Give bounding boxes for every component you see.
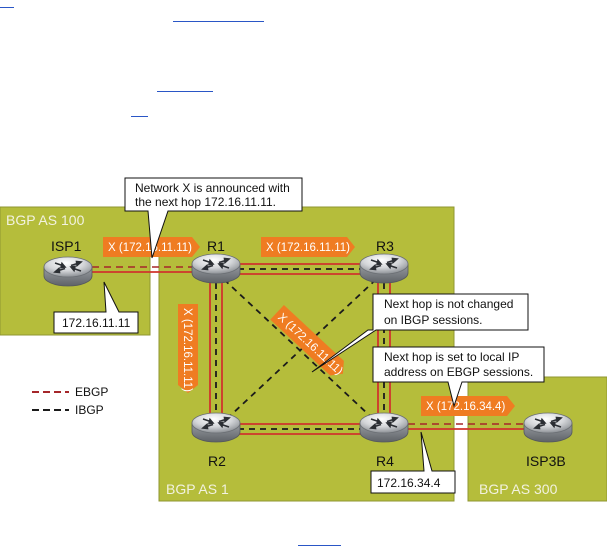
router-label-r2: R2: [208, 453, 226, 469]
ebgp-sessions: [68, 266, 548, 425]
page-link[interactable]: [173, 21, 264, 22]
router-icon: [359, 412, 409, 443]
legend-ebgp-label: EBGP: [75, 385, 108, 399]
legend-ibgp-label: IBGP: [75, 403, 104, 417]
svg-text:X (172.16.11.11): X (172.16.11.11): [108, 242, 192, 254]
route-tag-r4-isp3b: X (172.16.34.4): [421, 396, 515, 416]
router-label-r3: R3: [376, 238, 394, 254]
route-tag-r1-r2: X (172.16.11.11): [178, 304, 198, 393]
svg-text:Next hop is not changed: Next hop is not changed: [384, 297, 513, 311]
router-label-isp3b: ISP3B: [526, 453, 566, 469]
legend: EBGP IBGP: [32, 385, 108, 417]
router-label-isp1: ISP1: [51, 238, 82, 254]
svg-text:172.16.11.11: 172.16.11.11: [62, 316, 131, 330]
page-link[interactable]: [157, 91, 213, 92]
svg-text:X (172.16.11.11): X (172.16.11.11): [181, 308, 193, 392]
as1-label: BGP AS 1: [166, 481, 229, 497]
page-link[interactable]: [298, 545, 341, 546]
address-box-r4: 172.16.34.4: [370, 431, 456, 494]
router-icon: [523, 412, 573, 443]
callout-announcement: Network X is announced with the next hop…: [124, 177, 303, 259]
router-label-r1: R1: [207, 238, 225, 254]
router-label-r4: R4: [376, 453, 394, 469]
svg-text:Network X is announced with: Network X is announced with: [135, 181, 290, 195]
router-icon: [191, 412, 241, 443]
svg-text:on IBGP sessions.: on IBGP sessions.: [384, 313, 483, 327]
svg-text:X (172.16.11.11): X (172.16.11.11): [266, 242, 350, 254]
svg-text:Next hop is set to local IP: Next hop is set to local IP: [384, 350, 519, 364]
page-link[interactable]: [131, 116, 148, 117]
svg-text:172.16.34.4: 172.16.34.4: [377, 476, 441, 490]
callout-ebgp: Next hop is set to local IP address on E…: [372, 346, 545, 408]
svg-text:the next hop 172.16.11.11.: the next hop 172.16.11.11.: [135, 195, 276, 209]
router-icon: [191, 253, 241, 284]
address-box-isp1: 172.16.11.11: [53, 281, 139, 334]
as300-label: BGP AS 300: [479, 481, 558, 497]
page-link[interactable]: [0, 7, 14, 8]
router-icon: [43, 256, 93, 287]
callout-ibgp: Next hop is not changed on IBGP sessions…: [311, 293, 529, 373]
as100-label: BGP AS 100: [6, 212, 85, 228]
route-tag-r1-r3: X (172.16.11.11): [261, 237, 355, 257]
svg-text:X (172.16.34.4): X (172.16.34.4): [426, 401, 505, 413]
svg-text:address on EBGP sessions.: address on EBGP sessions.: [384, 365, 533, 379]
router-icon: [359, 253, 409, 284]
